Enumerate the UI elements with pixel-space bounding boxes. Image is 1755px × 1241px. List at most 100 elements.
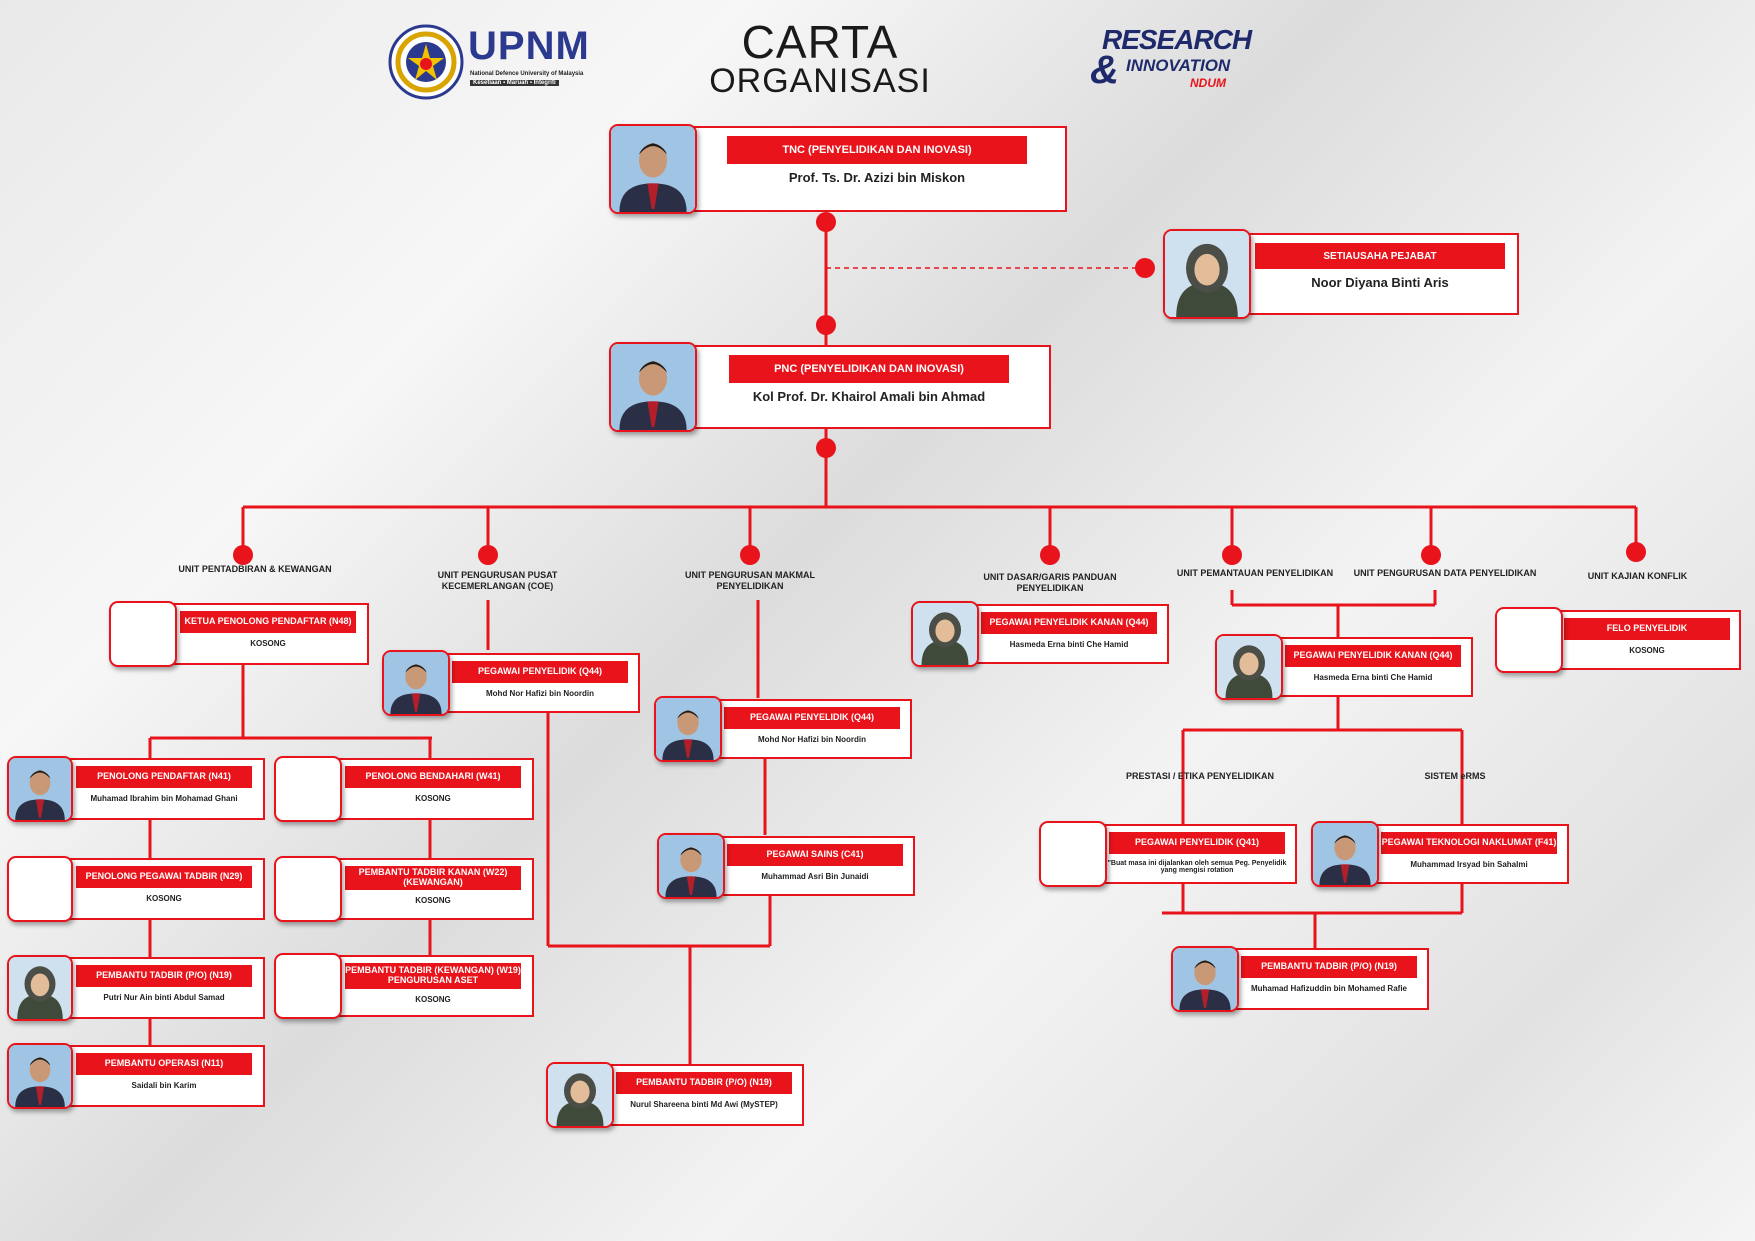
position-title: PEMBANTU TADBIR KANAN (W22) (KEWANGAN) [345,866,521,890]
position-card: PEGAWAI PENYELIDIK KANAN (Q44)Hasmeda Er… [969,604,1169,664]
person-name: "Buat masa ini dijalankan oleh semua Peg… [1107,860,1287,874]
person-photo-icon [1165,231,1249,317]
position-title: TNC (PENYELIDIKAN DAN INOVASI) [727,136,1027,164]
person-photo-icon [548,1064,612,1126]
photo-frame [546,1062,614,1128]
position-title: SETIAUSAHA PEJABAT [1255,243,1505,269]
person-name: Noor Diyana Binti Aris [1311,275,1449,290]
person-name: Muhammad Irsyad bin Sahalmi [1410,860,1528,869]
position-title: FELO PENYELIDIK [1564,618,1730,640]
photo-frame [1163,229,1251,319]
photo-frame [382,650,450,716]
ri-line-2: INNOVATION [1126,56,1231,75]
photo-frame [1215,634,1283,700]
position-title: PENOLONG PENDAFTAR (N41) [76,766,252,788]
position-card: PEGAWAI PENYELIDIK (Q44) Mohd Nor Hafizi … [440,653,640,713]
person-photo-icon [384,652,448,714]
person-name: KOSONG [415,794,451,803]
person-name: KOSONG [415,995,451,1004]
photo-frame [1311,821,1379,887]
unit-kajian-label: UNIT KAJIAN KONFLIK [1587,571,1688,581]
upnm-subtitle: National Defence University of Malaysia [470,71,584,77]
person-name: Muhamad Ibrahim bin Mohamad Ghani [90,794,238,803]
person-name: Mohd Nor Hafizi bin Noordin [758,735,866,744]
person-name: KOSONG [250,639,286,648]
person-name: KOSONG [1629,646,1665,655]
position-card: PEMBANTU TADBIR (KEWANGAN) (W19) PENGURU… [332,955,534,1017]
position-card: PEGAWAI PENYELIDIK (Q41)"Buat masa ini d… [1097,824,1297,884]
person-name: KOSONG [146,894,182,903]
position-card: PEGAWAI PENYELIDIK (Q44) Mohd Nor Hafizi … [712,699,912,759]
unit-dasar-label: UNIT DASAR/GARIS PANDUAN PENYELIDIKAN [983,572,1117,594]
upnm-motto: Kesetiaan ▪ Maruah ▪ Integriti [470,80,559,86]
photo-frame [654,696,722,762]
position-title: PEGAWAI PENYELIDIK (Q44) [452,661,628,683]
position-card: FELO PENYELIDIK KOSONG [1553,610,1741,670]
person-name: Kol Prof. Dr. Khairol Amali bin Ahmad [752,389,986,404]
position-card: PEMBANTU TADBIR (P/O) (N19) Muhamad Hafiz… [1229,948,1429,1010]
person-name: KOSONG [415,896,451,905]
person-photo-icon [9,758,71,820]
person-photo-icon [1173,948,1237,1010]
position-card: PEGAWAI SAINS (C41) Muhammad Asri Bin Jun… [715,836,915,896]
upnm-seal-icon [388,24,464,100]
position-title: PEGAWAI PENYELIDIK KANAN (Q44) [1285,645,1461,667]
unit-coe-label: UNIT PENGURUSAN PUSAT KECEMERLANGAN (COE… [437,570,558,592]
position-title: PENOLONG BENDAHARI (W41) [345,766,521,788]
title-line-2: ORGANISASI [709,62,931,100]
photo-frame [274,953,342,1019]
person-photo-icon [9,1045,71,1107]
sub-prestasi-label: PRESTASI / ETIKA PENYELIDIKAN [1125,771,1275,781]
position-title: PEMBANTU TADBIR (KEWANGAN) (W19) PENGURU… [345,963,521,989]
person-name: Muhamad Hafizuddin bin Mohamed Rafie [1250,984,1407,993]
person-photo-icon [1313,823,1377,885]
research-innovation-logo: RESEARCH & INNOVATION NDUM [1090,24,1270,94]
person-photo-icon [611,126,695,212]
position-title: PEMBANTU TADBIR (P/O) (N19) [616,1072,792,1094]
photo-frame [911,601,979,667]
unit-pentadbiran-label: UNIT PENTADBIRAN & KEWANGAN [178,564,332,574]
position-title: PEMBANTU TADBIR (P/O) (N19) [1241,956,1417,978]
unit-data-label: UNIT PENGURUSAN DATA PENYELIDIKAN [1353,568,1537,578]
photo-frame [7,1043,73,1109]
position-card: PEMBANTU OPERASI (N11)Saidali bin Karim [63,1045,265,1107]
person-name: Putri Nur Ain binti Abdul Samad [103,993,225,1002]
photo-frame [657,833,725,899]
position-card: PEGAWAI TEKNOLOGI NAKLUMAT (F41) Muhammad… [1369,824,1569,884]
person-name: Muhammad Asri Bin Junaidi [761,872,869,881]
position-card: PEMBANTU TADBIR KANAN (W22) (KEWANGAN) KO… [332,858,534,920]
position-title: PEGAWAI PENYELIDIK (Q44) [724,707,900,729]
unit-pemantauan-label: UNIT PEMANTAUAN PENYELIDIKAN [1176,568,1334,578]
person-name: Saidali bin Karim [131,1081,197,1090]
photo-frame [274,856,342,922]
position-title: PEGAWAI TEKNOLOGI NAKLUMAT (F41) [1381,832,1557,854]
photo-frame [7,756,73,822]
photo-frame [109,601,177,667]
position-title: PENOLONG PEGAWAI TADBIR (N29) [76,866,252,888]
position-title: PEMBANTU TADBIR (P/O) (N19) [76,965,252,987]
position-title: PEGAWAI SAINS (C41) [727,844,903,866]
person-photo-icon [9,957,71,1019]
position-card: PEMBANTU TADBIR (P/O) (N19) Putri Nur Ain… [63,957,265,1019]
position-title: PEGAWAI PENYELIDIK KANAN (Q44) [981,612,1157,634]
person-name: Nurul Shareena binti Md Awi (MySTEP) [630,1100,778,1109]
position-title: KETUA PENOLONG PENDAFTAR (N48) [180,611,356,633]
position-title: PNC (PENYELIDIKAN DAN INOVASI) [729,355,1009,383]
position-card: PNC (PENYELIDIKAN DAN INOVASI) Kol Prof. … [687,345,1051,429]
position-card: PENOLONG BENDAHARI (W41) KOSONG [332,758,534,820]
position-card: PEGAWAI PENYELIDIK KANAN (Q44)Hasmeda Er… [1273,637,1473,697]
photo-frame [609,124,697,214]
sub-erms-label: SISTEM eRMS [1424,771,1486,781]
person-photo-icon [1217,636,1281,698]
person-name: Mohd Nor Hafizi bin Noordin [486,689,594,698]
photo-frame [1171,946,1239,1012]
person-photo-icon [656,698,720,760]
page-title: CARTA ORGANISASI [700,16,940,100]
upnm-name: UPNM [468,24,590,68]
person-photo-icon [913,603,977,665]
position-card: PENOLONG PEGAWAI TADBIR (N29) KOSONG [63,858,265,920]
position-card: PEMBANTU TADBIR (P/O) (N19) Nurul Shareen… [604,1064,804,1126]
title-line-1: CARTA [741,16,899,68]
photo-frame [7,856,73,922]
upnm-logo: UPNM National Defence University of Mala… [388,24,598,100]
